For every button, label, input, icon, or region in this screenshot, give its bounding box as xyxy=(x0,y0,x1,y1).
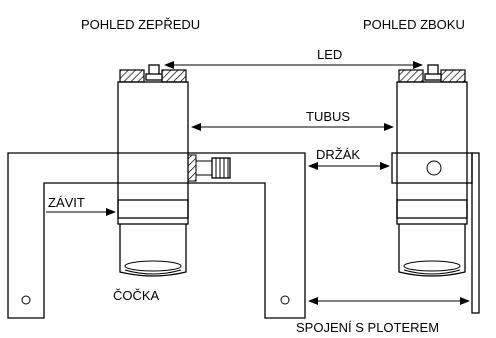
side-led-base xyxy=(424,73,442,81)
side-lens-glass xyxy=(403,260,461,272)
lens-label: ČOČKA xyxy=(113,288,160,303)
led-label: LED xyxy=(317,47,342,62)
front-screw-knurl xyxy=(215,158,229,178)
front-screw-hatch xyxy=(187,154,197,182)
front-lens-ring-upper xyxy=(117,199,189,225)
side-lens-body xyxy=(398,224,466,277)
front-tube xyxy=(117,81,189,219)
side-top-cap-right xyxy=(440,69,466,83)
thread-label: ZÁVIT xyxy=(48,195,85,210)
front-lens-body xyxy=(119,224,187,277)
front-lens-glass-curve xyxy=(124,269,182,275)
front-top-cap-right xyxy=(161,69,187,83)
front-holder-hole-left xyxy=(21,295,31,305)
side-screw-head xyxy=(426,160,442,176)
front-holder-frame xyxy=(7,152,306,319)
front-view-title: POHLED ZEPŘEDU xyxy=(81,17,200,32)
side-holder-block xyxy=(391,152,473,184)
side-plotter-plate xyxy=(471,152,480,314)
side-lens-ring-upper xyxy=(396,199,468,225)
front-top-cap-left xyxy=(119,69,145,83)
front-holder-hole-right xyxy=(280,295,290,305)
side-lens-glass-curve xyxy=(403,269,461,275)
front-screw-knob xyxy=(211,157,231,179)
side-top-cap-left xyxy=(398,69,424,83)
side-view-title: POHLED ZBOKU xyxy=(363,17,465,32)
front-lens-glass xyxy=(124,260,182,272)
front-led-base xyxy=(145,73,163,81)
side-tube xyxy=(396,81,468,219)
tube-label: TUBUS xyxy=(306,109,350,124)
holder-label: DRŽÁK xyxy=(316,147,360,162)
plotter-connection-label: SPOJENÍ S PLOTEREM xyxy=(296,320,439,335)
